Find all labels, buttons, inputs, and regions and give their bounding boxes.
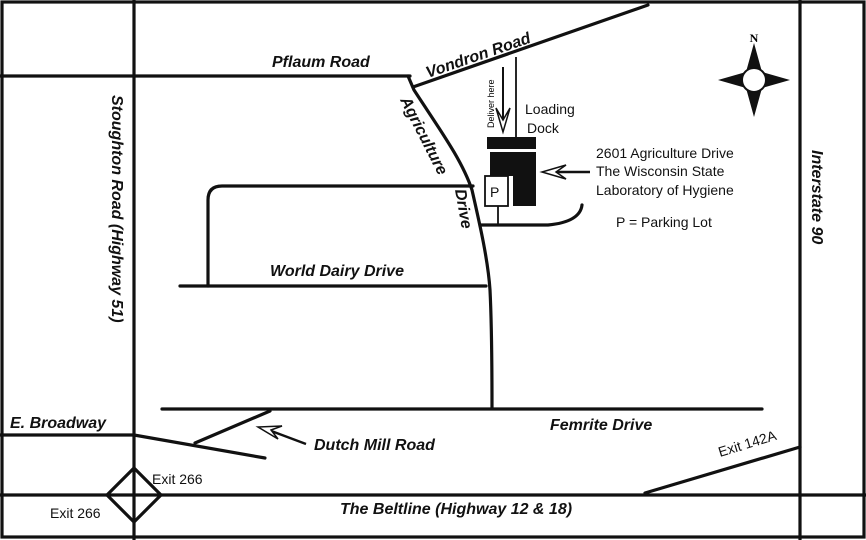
interstate-90-label: Interstate 90 [808, 150, 825, 244]
beltline-label: The Beltline (Highway 12 & 18) [340, 501, 572, 518]
parking-symbol: P [490, 184, 499, 200]
exit-266-label-2: Exit 266 [50, 505, 101, 521]
vondron-road-label: Vondron Road [424, 30, 534, 82]
exit-142a-ramp [643, 445, 802, 495]
address-line-1: 2601 Agriculture Drive [596, 145, 734, 161]
agriculture-drive [406, 74, 494, 410]
interchange-diamond [104, 465, 164, 525]
pflaum-road-label: Pflaum Road [272, 54, 371, 71]
drive-label: Drive [451, 188, 475, 230]
world-dairy-label: World Dairy Drive [270, 263, 404, 280]
address-line-3: Laboratory of Hygiene [596, 182, 734, 198]
dutch-mill-road [193, 409, 272, 445]
e-broadway-extension [132, 433, 267, 460]
world-dairy-loop [206, 184, 475, 288]
deliver-arrow-icon [495, 67, 511, 135]
dutch-mill-label: Dutch Mill Road [314, 437, 436, 454]
dock-label: Dock [527, 120, 560, 136]
e-broadway-label: E. Broadway [10, 415, 107, 432]
address-line-2: The Wisconsin State [596, 163, 725, 179]
lab-building [487, 137, 536, 206]
parking-road [478, 203, 584, 227]
loading-label: Loading [525, 101, 575, 117]
femrite-label: Femrite Drive [550, 417, 652, 434]
exit-266-label: Exit 266 [152, 471, 203, 487]
dutch-mill-arrow-icon [255, 425, 307, 446]
compass-icon [718, 43, 790, 117]
stoughton-road-label: Stoughton Road (Highway 51) [108, 95, 125, 323]
deliver-here-label: Deliver here [486, 79, 496, 128]
north-label: N [750, 31, 759, 45]
vondron-road [411, 3, 650, 89]
address-arrow-icon [539, 164, 590, 180]
parking-legend: P = Parking Lot [616, 214, 712, 230]
